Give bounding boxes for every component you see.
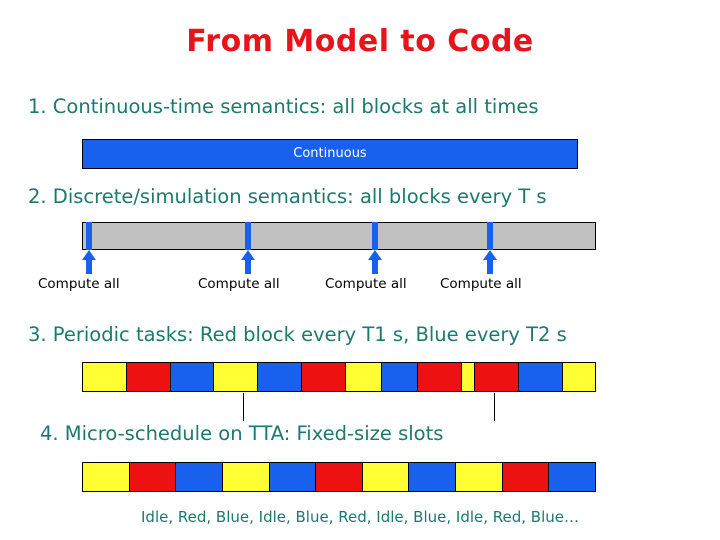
compute-arrow-shaft-4 [487,258,493,274]
periodic-segment [345,363,382,391]
periodic-segment [475,363,520,391]
micro-schedule-bar [82,462,596,492]
compute-arrow-shaft-1 [86,258,92,274]
periodic-bar [82,362,596,392]
periodic-segment [126,363,171,391]
periodic-segment [258,363,303,391]
compute-arrow-head-1 [82,250,96,260]
micro-segment [269,463,317,491]
periodic-drop-line-1 [243,393,244,421]
step-3-text: 3. Periodic tasks: Red block every T1 s,… [28,323,567,346]
micro-segment [362,463,410,491]
compute-all-label-1: Compute all [38,276,120,292]
periodic-segment [519,363,564,391]
periodic-segment [83,363,127,391]
periodic-segment [461,363,476,391]
continuous-bar-label: Continuous [293,146,367,161]
micro-segment [502,463,550,491]
compute-all-label-2: Compute all [198,276,280,292]
periodic-drop-line-2 [494,393,495,421]
discrete-tick-2 [245,222,251,250]
compute-arrow-shaft-2 [245,258,251,274]
periodic-segment [381,363,418,391]
compute-arrow-head-4 [483,250,497,260]
micro-segment [129,463,177,491]
continuous-bar [82,139,578,169]
micro-schedule-caption: Idle, Red, Blue, Idle, Blue, Red, Idle, … [141,508,579,526]
micro-segment [83,463,130,491]
step-1-text: 1. Continuous-time semantics: all blocks… [28,95,539,118]
micro-segment [176,463,223,491]
periodic-segment [302,363,346,391]
micro-segment [549,463,596,491]
compute-arrow-shaft-3 [372,258,378,274]
periodic-segment [417,363,462,391]
periodic-segment [563,363,595,391]
discrete-tick-4 [487,222,493,250]
compute-arrow-head-2 [241,250,255,260]
discrete-bar [82,222,596,250]
discrete-tick-3 [372,222,378,250]
periodic-segment [214,363,259,391]
micro-segment [316,463,363,491]
step-4-text: 4. Micro-schedule on TTA: Fixed-size slo… [40,422,444,445]
page-title: From Model to Code [186,24,534,59]
step-2-text: 2. Discrete/simulation semantics: all bl… [28,185,547,208]
discrete-tick-1 [86,222,92,250]
compute-all-label-4: Compute all [440,276,522,292]
compute-all-label-3: Compute all [325,276,407,292]
micro-segment [409,463,457,491]
periodic-segment [170,363,215,391]
micro-segment [456,463,503,491]
micro-segment [222,463,270,491]
compute-arrow-head-3 [368,250,382,260]
